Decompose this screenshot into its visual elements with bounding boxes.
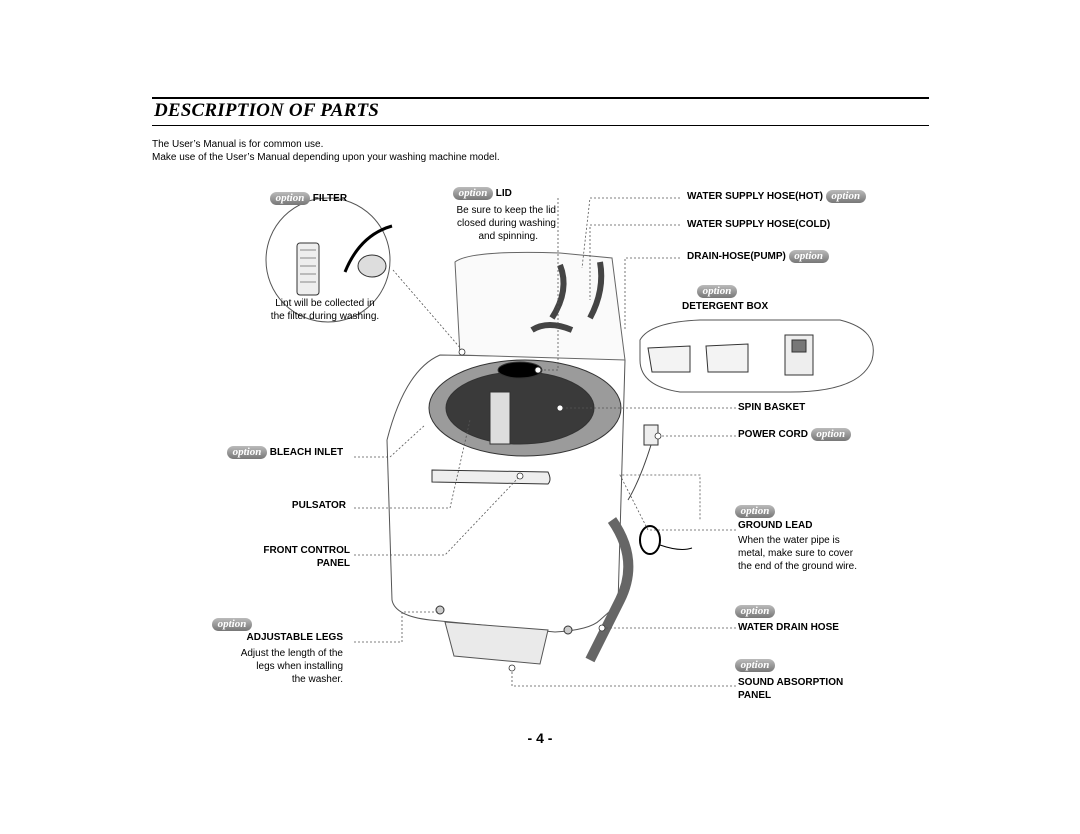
bleach-inlet-label: option BLEACH INLET: [227, 446, 343, 459]
option-badge: option: [735, 505, 775, 518]
option-badge: option: [227, 446, 267, 459]
sound-absorption-panel-label: SOUND ABSORPTION PANEL: [738, 677, 844, 701]
legs-note: Adjust the length of the legs when insta…: [240, 648, 343, 685]
lid-note: Be sure to keep the lid closed during wa…: [456, 205, 556, 242]
intro-line-1: The User’s Manual is for common use.: [152, 139, 324, 150]
page-number: - 4 -: [527, 730, 553, 746]
power-cord-label: POWER CORD option: [738, 428, 851, 441]
option-badge: option: [270, 192, 310, 205]
spin-basket-label: SPIN BASKET: [738, 402, 806, 413]
adjustable-legs-label: ADJUSTABLE LEGS: [246, 632, 344, 643]
title-rule-top: [152, 97, 929, 99]
water-drain-hose-label: WATER DRAIN HOSE: [738, 622, 839, 633]
detergent-box-label: DETERGENT BOX: [682, 301, 769, 312]
option-badge: option: [788, 250, 829, 263]
option-badge: option: [825, 190, 866, 203]
drain-hose-pump-label: DRAIN-HOSE(PUMP) option: [687, 250, 829, 263]
adjustable-legs-badge: option: [212, 618, 252, 631]
title-rule-bottom: [152, 125, 929, 126]
ground-lead-note: When the water pipe is metal, make sure …: [738, 535, 857, 572]
option-badge: option: [453, 187, 493, 200]
intro-line-2: Make use of the User’s Manual depending …: [152, 152, 500, 163]
option-badge: option: [810, 428, 851, 441]
detergent-box-badge: option: [697, 285, 737, 298]
filter-note: Lint will be collected in the filter dur…: [270, 298, 380, 322]
water-supply-cold-label: WATER SUPPLY HOSE(COLD): [687, 219, 831, 230]
water-supply-hot-label: WATER SUPPLY HOSE(HOT) option: [687, 190, 866, 203]
option-badge: option: [212, 618, 252, 631]
pulsator-label: PULSATOR: [291, 500, 346, 511]
option-badge: option: [735, 659, 775, 672]
page-title: DESCRIPTION OF PARTS: [154, 100, 380, 121]
front-control-panel-label: FRONT CONTROL PANEL: [263, 545, 350, 569]
option-badge: option: [735, 605, 775, 618]
water-drain-hose-badge: option: [735, 605, 775, 618]
ground-lead-label: GROUND LEAD: [738, 520, 813, 531]
ground-lead-badge: option: [735, 505, 775, 518]
option-badge: option: [697, 285, 737, 298]
filter-label: option FILTER: [270, 192, 347, 205]
sound-absorption-badge: option: [735, 659, 775, 672]
lid-label: option LID: [453, 187, 512, 200]
